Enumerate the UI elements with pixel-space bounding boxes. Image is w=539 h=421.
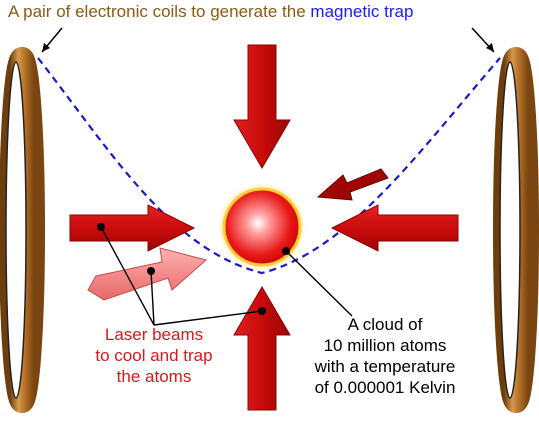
laser-arrow-back <box>316 168 389 201</box>
diagram-title: A pair of electronic coils to generate t… <box>8 2 413 22</box>
laser-leader-lines <box>97 223 266 326</box>
cloud-leader-line <box>282 247 353 317</box>
laser-arrow-top <box>233 44 291 169</box>
laser-beams-label: Laser beams to cool and trap the atoms <box>76 324 232 387</box>
laser-arrow-bottom <box>233 286 291 411</box>
laser-label-line: to cool and trap <box>95 346 213 365</box>
title-pointer-left <box>41 27 63 53</box>
laser-arrow-front <box>87 247 208 301</box>
title-pointer-right <box>471 27 495 53</box>
cloud-label-line: of 0.000001 Kelvin <box>314 378 456 397</box>
magnetic-trap-curve <box>37 57 501 275</box>
cloud-label-line: A cloud of <box>347 315 423 334</box>
laser-label-line: Laser beams <box>104 325 204 344</box>
cloud-label-line: 10 million atoms <box>323 336 447 355</box>
laser-arrow-right <box>330 204 459 252</box>
laser-label-line: the atoms <box>116 367 192 386</box>
laser-arrow-left <box>69 204 196 252</box>
left-coil <box>0 47 45 413</box>
title-highlight: magnetic trap <box>310 2 414 21</box>
right-coil <box>493 47 539 413</box>
title-prefix: A pair of electronic coils to generate t… <box>8 2 311 21</box>
cloud-label-line: with a temperature <box>314 357 456 376</box>
atom-cloud-label: A cloud of 10 million atoms with a tempe… <box>292 314 478 398</box>
